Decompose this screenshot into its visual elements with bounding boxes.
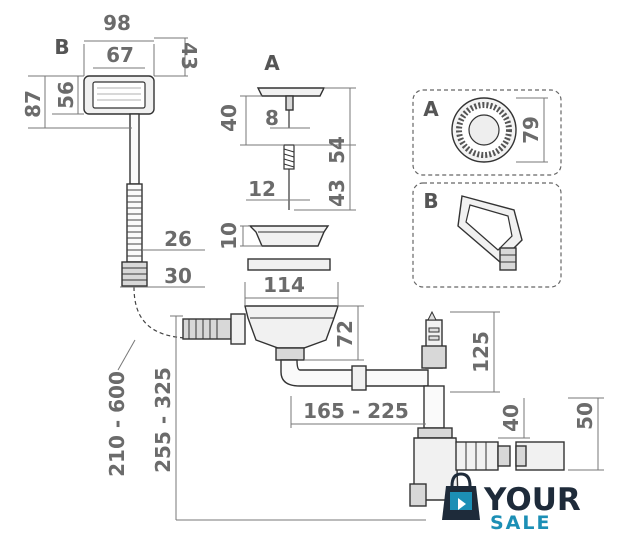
dim-drain-depth: 72 <box>333 320 357 348</box>
dim-hose-26: 26 <box>164 227 192 251</box>
stopper-a <box>247 87 331 271</box>
shopping-bag-icon <box>442 472 480 520</box>
dim-b-height-top: 43 <box>177 42 201 70</box>
dim-a-stem: 8 <box>265 106 279 130</box>
dimension-lines-b <box>28 37 205 288</box>
dim-total-height: 255 - 325 <box>151 367 175 473</box>
dim-b-width-outer: 98 <box>103 11 131 35</box>
dim-a-lower-height: 43 <box>325 179 349 207</box>
dimension-lines-a <box>240 87 356 247</box>
label-a-detail: A <box>423 97 439 121</box>
logo-sub-text: SALE <box>490 512 551 534</box>
corrugated-hose <box>126 183 143 263</box>
detail-box-a <box>412 89 562 176</box>
yoursale-logo: YOUR SALE <box>442 472 581 534</box>
dim-outlet-height: 125 <box>469 331 493 373</box>
dim-a-spring-height: 54 <box>325 136 349 164</box>
dim-hose-length: 210 - 600 <box>105 371 129 477</box>
dim-a-detail: 79 <box>519 116 543 144</box>
dim-a-spring-width: 12 <box>248 177 276 201</box>
dim-trap-40: 40 <box>499 404 523 432</box>
label-b-detail: B <box>423 189 438 213</box>
overflow-head-b <box>83 75 201 339</box>
dim-strainer-height: 10 <box>217 222 241 250</box>
label-a-main: A <box>264 51 280 75</box>
dim-b-width-inner: 67 <box>106 43 134 67</box>
dim-hose-30: 30 <box>164 264 192 288</box>
dim-trap-50: 50 <box>573 402 597 430</box>
detail-box-b <box>412 182 562 288</box>
dim-b-height-inner: 56 <box>54 81 78 109</box>
dim-horizontal-range: 165 - 225 <box>303 399 409 423</box>
dim-a-height: 40 <box>217 104 241 132</box>
dim-drain-width: 114 <box>263 273 305 297</box>
dim-b-height-outer: 87 <box>21 90 45 118</box>
label-b-main: B <box>54 35 69 59</box>
dimension-lines-drain <box>117 282 604 521</box>
logo-main-text: YOUR <box>483 482 581 518</box>
